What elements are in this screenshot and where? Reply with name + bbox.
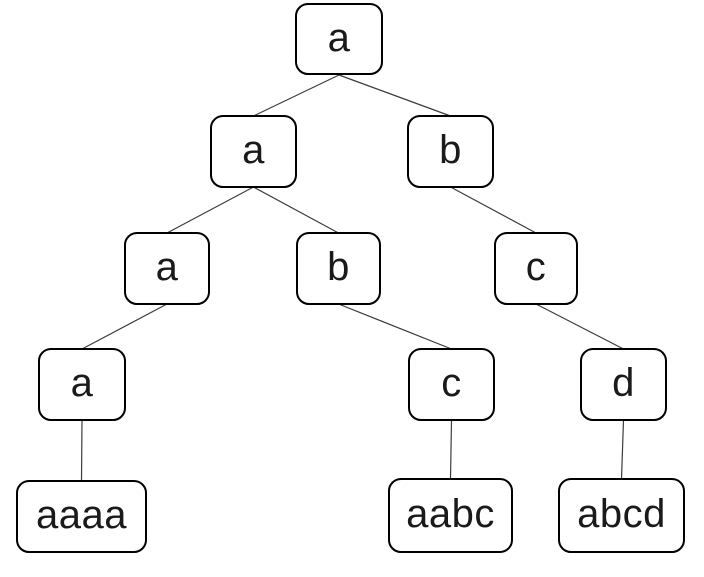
edge-n3b-n4c <box>338 303 452 350</box>
tree-node-n4c: c <box>408 348 495 421</box>
edge-n4d-leaf-abcd <box>620 419 625 480</box>
tree-node-label: b <box>327 245 350 289</box>
tree-node-label: a <box>155 245 179 289</box>
tree-node-label: aabc <box>406 492 495 536</box>
tree-node-label: c <box>525 245 547 289</box>
tree-node-leaf-aabc: aabc <box>388 478 513 553</box>
tree-node-n3a: a <box>124 232 210 305</box>
tree-node-leaf-aaaa: aaaa <box>16 480 147 553</box>
tree-node-n2a: a <box>210 115 297 188</box>
tree-node-label: a <box>242 128 265 172</box>
edge-root-n2b <box>338 74 451 117</box>
tree-node-root: a <box>295 3 383 75</box>
tree-node-label: d <box>612 361 635 405</box>
edge-n3a-n4a <box>81 303 168 350</box>
edge-root-n2a <box>253 74 340 117</box>
edge-n4a-leaf-aaaa <box>80 419 83 482</box>
tree-node-label: a <box>70 361 94 405</box>
edge-n2a-n3a <box>166 186 254 234</box>
tree-node-n4a: a <box>38 348 126 421</box>
tree-node-label: b <box>439 128 462 172</box>
tree-node-n2b: b <box>407 115 494 188</box>
edge-n3c-n4d <box>535 303 624 350</box>
tree-node-n3c: c <box>494 232 578 305</box>
tree-node-n3b: b <box>296 232 381 305</box>
tree-node-label: abcd <box>577 492 666 536</box>
tree-node-leaf-abcd: abcd <box>558 478 685 553</box>
tree-node-label: aaaa <box>36 493 127 537</box>
edge-n2b-n3c <box>450 186 537 234</box>
tree-node-label: a <box>327 15 351 60</box>
tree-node-label: c <box>441 361 462 405</box>
edge-n2a-n3b <box>253 186 339 234</box>
edge-n4c-leaf-aabc <box>449 419 453 480</box>
tree-node-n4d: d <box>580 348 667 421</box>
